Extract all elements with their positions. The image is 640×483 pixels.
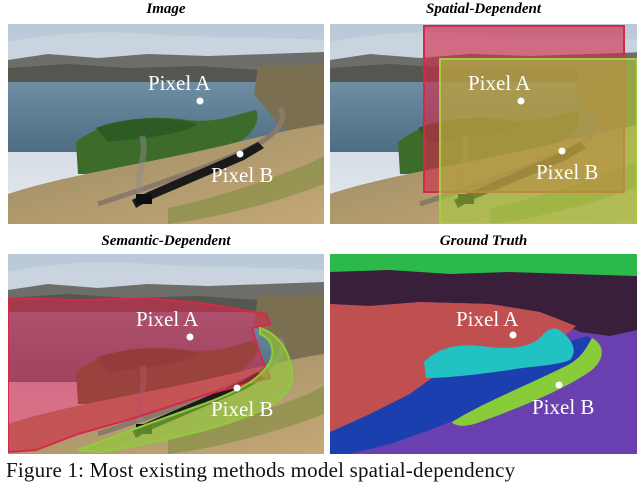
photo-image [8,24,324,224]
gt-grass [424,328,574,378]
panel-title-ground-truth: Ground Truth [439,233,528,249]
figure-caption: Figure 1: Most existing methods model sp… [6,458,516,482]
pixel-b-label: Pixel B [532,395,594,419]
panel-title-spatial: Spatial-Dependent [426,1,541,17]
pixel-a-marker [517,97,525,105]
pixel-b-label: Pixel B [211,397,273,421]
panel-title-image: Image [146,1,186,17]
pixel-b-label: Pixel B [536,160,598,184]
gt-mountain [330,270,637,336]
panel-title-semantic: Semantic-Dependent [101,233,231,249]
pixel-a-label: Pixel A [136,307,199,331]
semantic-region-b [77,326,294,454]
pixel-b-marker [233,384,241,392]
gt-road [452,338,602,426]
semantic-region-a [8,296,272,454]
pixel-a-label: Pixel A [456,307,519,331]
pixel-b-marker [236,150,244,158]
pixel-a-marker [186,333,194,341]
pixel-a-marker [509,331,517,339]
panel-spatial: Pixel A Pixel B [330,24,637,224]
panel-semantic: Pixel A Pixel B [8,254,324,454]
pixel-b-label: Pixel B [211,163,273,187]
gt-hill-right [606,334,637,366]
spatial-region-b [439,58,637,224]
panel-image: Pixel A Pixel B [8,24,324,224]
pixel-a-label: Pixel A [468,71,531,95]
pixel-a-label: Pixel A [148,71,211,95]
pixel-b-marker [558,147,566,155]
pixel-b-marker [555,381,563,389]
panel-ground-truth: Pixel A Pixel B [330,254,637,454]
pixel-a-marker [196,97,204,105]
